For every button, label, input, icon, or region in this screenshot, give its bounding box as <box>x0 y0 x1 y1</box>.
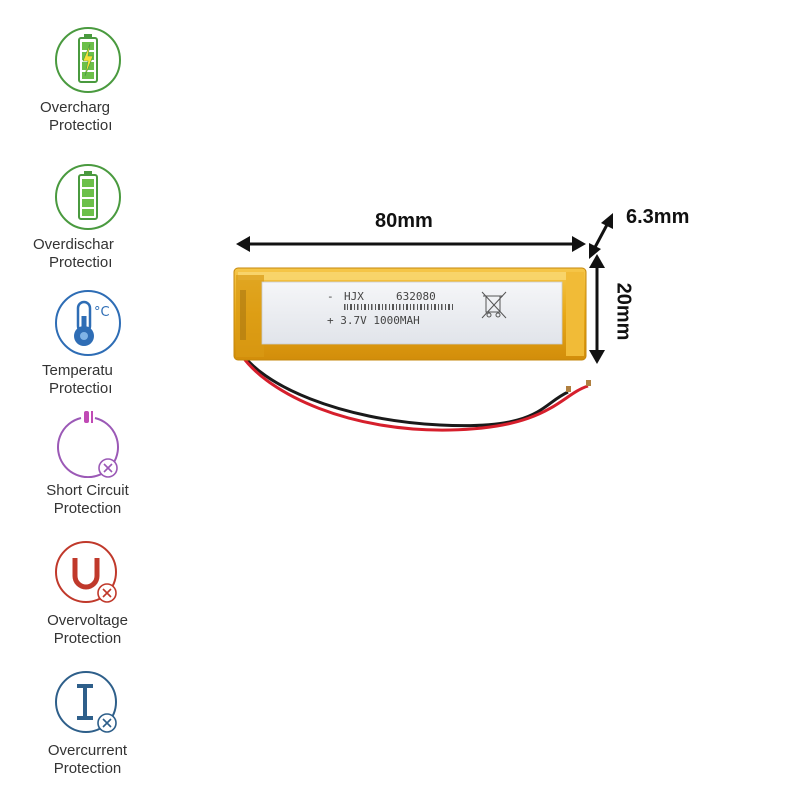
battery-full-icon <box>54 164 121 230</box>
thickness-arrow <box>589 213 613 259</box>
feature-label-line2: Protectioı <box>49 117 113 134</box>
feature-overdischarge: Overdischar Protectioı <box>20 162 155 272</box>
thickness-dimension-label: 6.3mm <box>626 206 690 228</box>
feature-label-line2: Protectioı <box>49 254 113 271</box>
red-wire <box>240 355 589 432</box>
short-circuit-icon <box>56 411 119 478</box>
battery-minus: - <box>327 290 334 303</box>
feature-label-line2: Protection <box>53 500 122 517</box>
width-arrow <box>589 254 605 364</box>
feature-overvoltage: Overvoltage Protection <box>20 538 155 648</box>
feature-label-line1: Overcurrent <box>47 742 128 759</box>
recycle-bin-icon <box>481 291 507 319</box>
feature-label-line2: Protection <box>53 630 122 647</box>
thermometer-icon: °C <box>54 290 121 356</box>
battery-brand: HJX <box>344 290 364 303</box>
voltage-u-icon <box>54 541 117 603</box>
battery-spec: + 3.7V 1000MAH <box>327 314 420 327</box>
feature-label-line2: Protectioı <box>49 380 113 397</box>
svg-text:°C: °C <box>94 305 110 320</box>
feature-short-circuit: Short Circuit Protection <box>20 408 155 518</box>
battery-cell: - HJX 632080 + 3.7V 1000MAH <box>233 267 587 361</box>
feature-temperature: °C Temperatu Protectioı <box>20 288 155 398</box>
length-dimension-label: 80mm <box>375 210 433 232</box>
battery-model: 632080 <box>396 290 436 303</box>
width-dimension-label: 20mm <box>612 282 635 341</box>
length-arrow <box>236 236 586 252</box>
battery-charging-icon <box>54 27 121 93</box>
feature-label-line2: Protection <box>53 760 122 777</box>
feature-label-line1: Overcharg <box>40 99 111 116</box>
feature-label-line1: Temperatu <box>42 362 113 379</box>
feature-overcurrent: Overcurrent Protection <box>20 668 155 778</box>
battery-label <box>261 281 563 345</box>
feature-overcharge: Overcharg Protectioı <box>20 25 155 135</box>
barcode <box>344 304 453 310</box>
current-i-icon <box>54 671 117 733</box>
feature-label-line1: Short Circuit <box>46 482 129 499</box>
black-wire <box>238 349 569 428</box>
feature-label-line1: Overvoltage <box>47 612 128 629</box>
feature-label-line1: Overdischar <box>33 236 114 253</box>
